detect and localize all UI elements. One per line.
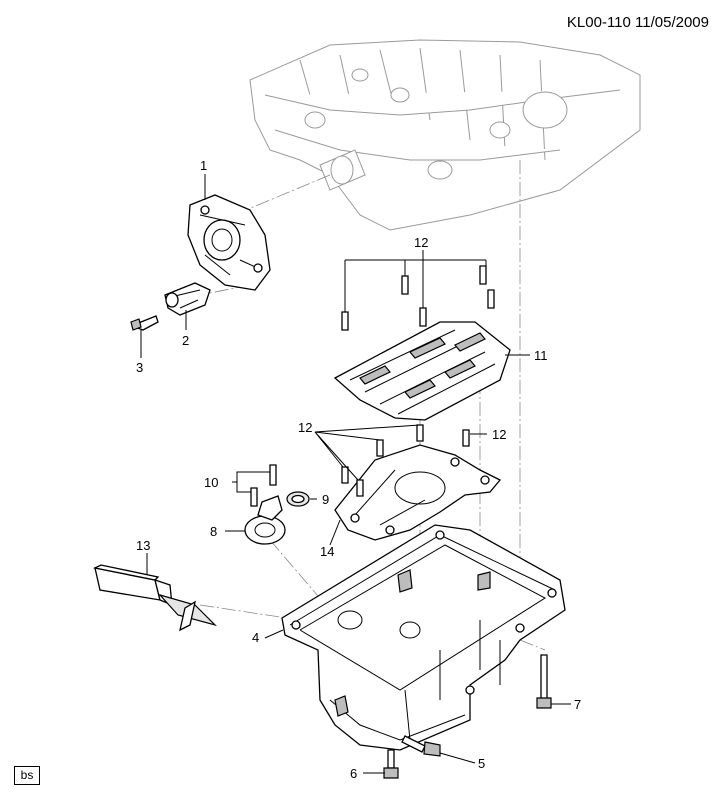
pan-baffle (334, 444, 502, 541)
callout-12-top: 12 (414, 235, 428, 250)
callout-14: 14 (320, 544, 334, 559)
oil-pump (187, 194, 271, 291)
seal-ring (286, 491, 310, 507)
oil-pan (281, 524, 566, 751)
engine-block (249, 39, 641, 231)
bolt-7 (536, 654, 552, 709)
bolt-5 (401, 735, 441, 757)
oil-pickup (244, 495, 286, 545)
callout-8: 8 (210, 524, 217, 539)
callout-12-left: 12 (298, 420, 312, 435)
callout-1: 1 (200, 158, 207, 173)
callout-9: 9 (322, 492, 329, 507)
document-id: KL00-110 11/05/2009 (566, 14, 709, 31)
sealant-tube (93, 564, 218, 632)
callout-7: 7 (574, 697, 581, 712)
drain-plug (383, 749, 399, 779)
baffle-bolts (341, 424, 470, 497)
callout-5: 5 (478, 756, 485, 771)
windage-tray (333, 321, 511, 421)
pickup-bracket (164, 282, 211, 316)
leader-lines (140, 174, 571, 774)
callout-3: 3 (136, 360, 143, 375)
callout-12-right: 12 (492, 427, 506, 442)
callout-10: 10 (204, 475, 218, 490)
bs-badge: bs (14, 766, 40, 785)
callout-2: 2 (182, 333, 189, 348)
callout-11: 11 (534, 348, 548, 363)
tray-bolts (341, 265, 495, 331)
callout-6: 6 (350, 766, 357, 781)
bolt-3 (130, 315, 159, 331)
callout-4: 4 (252, 630, 259, 645)
bolts-10 (250, 464, 277, 507)
callout-13: 13 (136, 538, 150, 553)
